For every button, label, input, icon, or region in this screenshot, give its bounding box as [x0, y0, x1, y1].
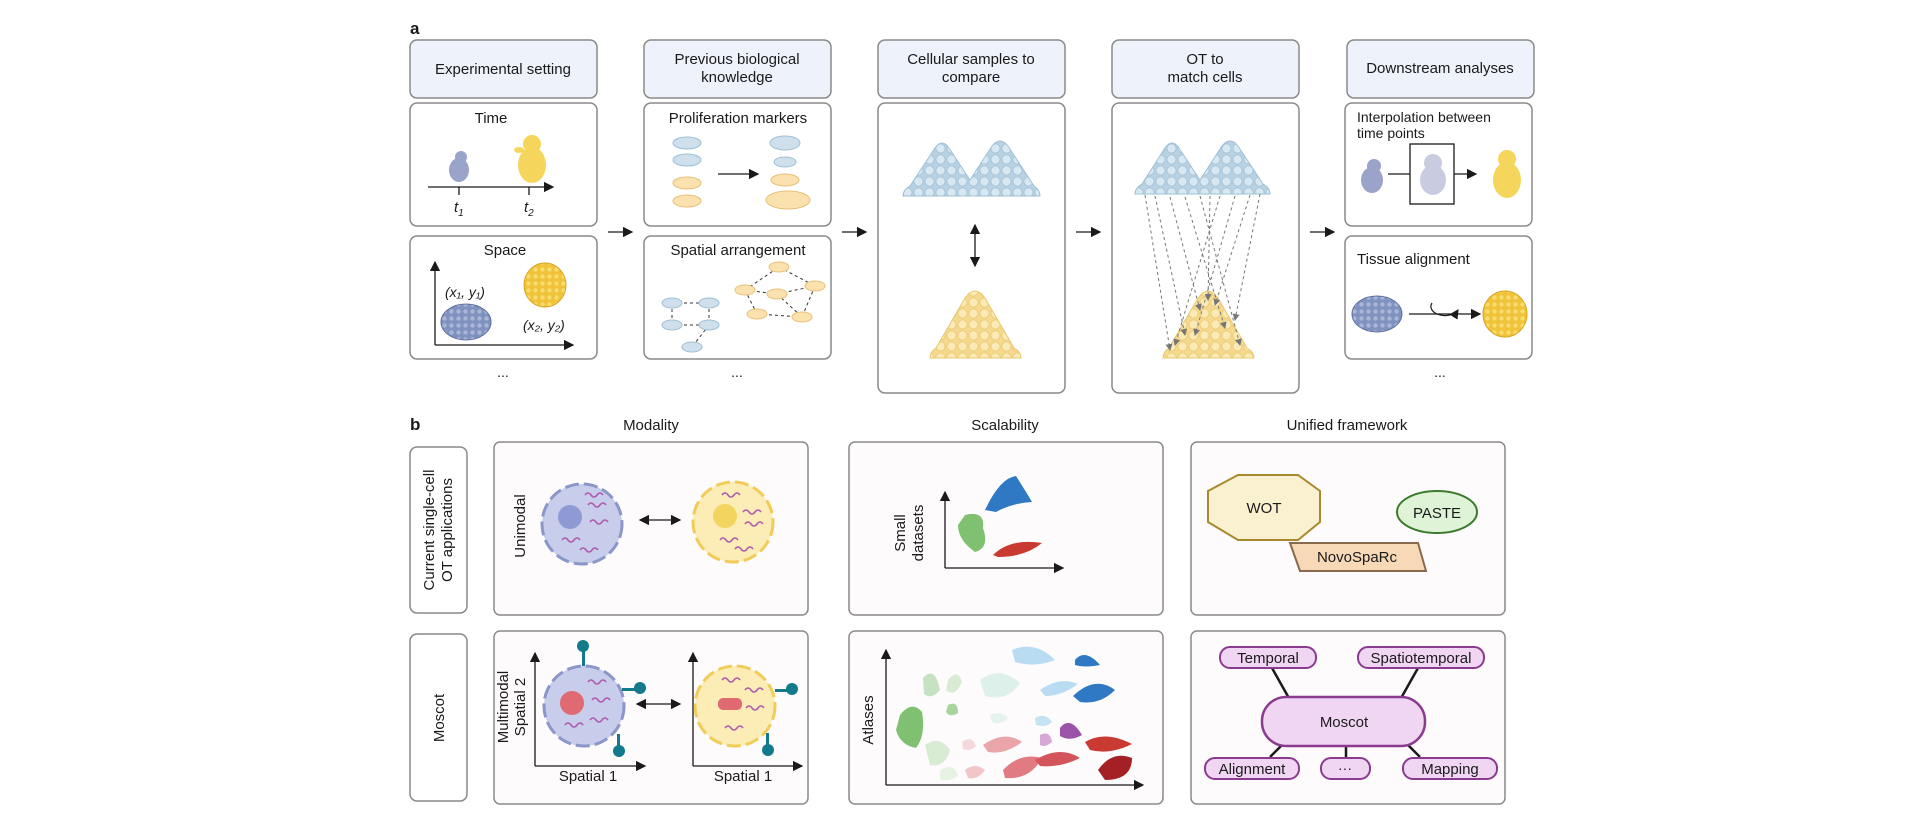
- cellular-samples-box: [877, 102, 1066, 394]
- svg-text:Time: Time: [475, 110, 508, 127]
- svg-text:match cells: match cells: [1167, 69, 1242, 86]
- space-box: Space (x₁, y₁) (x₂, y₂): [409, 235, 598, 360]
- svg-text:Downstream analyses: Downstream analyses: [1366, 60, 1514, 77]
- svg-text:(x₂, y₂): (x₂, y₂): [523, 317, 565, 333]
- svg-text:Unimodal: Unimodal: [512, 494, 529, 557]
- more-node: [1320, 757, 1371, 780]
- svg-text:Tissue alignment: Tissue alignment: [1357, 251, 1471, 268]
- embryo-small-icon: [449, 151, 469, 182]
- unified-moscot-box: Moscot Temporal Spatiotemporal Alignment…: [1190, 630, 1506, 805]
- svg-text:time points: time points: [1357, 125, 1425, 141]
- svg-text:(x₁, y₁): (x₁, y₁): [445, 284, 485, 300]
- svg-text:Spatial 1: Spatial 1: [559, 768, 617, 785]
- svg-text:Temporal: Temporal: [1237, 650, 1299, 667]
- paste-node: [1396, 490, 1478, 534]
- header-experimental-setting: Experimental setting: [409, 39, 598, 99]
- header-previous-knowledge: Previous biological knowledge: [643, 39, 832, 99]
- svg-text:Space: Space: [484, 242, 527, 259]
- svg-text:knowledge: knowledge: [701, 69, 773, 86]
- svg-text:Moscot: Moscot: [431, 693, 448, 742]
- svg-text:Alignment: Alignment: [1219, 761, 1287, 778]
- svg-text:Interpolation between: Interpolation between: [1357, 109, 1491, 125]
- mapping-node: [1402, 757, 1498, 780]
- svg-text:···: ···: [1338, 760, 1352, 776]
- scalability-current-box: Small datasets: [848, 441, 1164, 616]
- svg-text:OT applications: OT applications: [439, 478, 456, 582]
- spatial-arrangement-box: Spatial arrangement: [643, 235, 832, 360]
- temporal-node: [1219, 646, 1317, 669]
- ellipsis-col2: ...: [731, 364, 743, 380]
- svg-text:Multimodal: Multimodal: [495, 671, 512, 744]
- row-label-moscot: Moscot: [409, 633, 468, 802]
- receptor-icon: [577, 640, 646, 757]
- ellipsis-col5: ...: [1434, 364, 1446, 380]
- svg-text:Spatial 1: Spatial 1: [714, 768, 772, 785]
- svg-text:Small: Small: [892, 514, 909, 552]
- scalability-moscot-box: Atlases: [848, 630, 1164, 805]
- spatiotemporal-node: [1357, 646, 1485, 669]
- tissue-alignment-box: Tissue alignment: [1344, 235, 1533, 360]
- row-label-current: Current single-cell OT applications: [409, 446, 468, 614]
- ellipsis-col1: ...: [497, 364, 509, 380]
- svg-text:Mapping: Mapping: [1421, 761, 1479, 778]
- wot-node: [1207, 474, 1321, 541]
- proliferation-box: Proliferation markers: [643, 102, 832, 227]
- time-box: Time t1 t2: [409, 102, 598, 227]
- svg-text:OT to: OT to: [1186, 51, 1223, 68]
- svg-text:PASTE: PASTE: [1413, 505, 1461, 522]
- modality-moscot-box: Multimodal Spatial 2 Spatial 1 Spatial 1: [493, 630, 809, 805]
- tissue-blue-icon: [440, 303, 492, 341]
- col-header-unified: Unified framework: [1287, 417, 1408, 434]
- svg-text:Atlases: Atlases: [860, 695, 877, 744]
- col-header-scalability: Scalability: [971, 417, 1039, 434]
- header-ot-match: OT to match cells: [1111, 39, 1300, 99]
- t2-label: t2: [524, 199, 534, 219]
- svg-text:Spatiotemporal: Spatiotemporal: [1371, 650, 1472, 667]
- panel-a-label: a: [410, 19, 420, 38]
- svg-text:NovoSpaRc: NovoSpaRc: [1317, 549, 1398, 566]
- col-header-modality: Modality: [623, 417, 679, 434]
- svg-text:Proliferation markers: Proliferation markers: [669, 110, 807, 127]
- t1-label: t1: [454, 199, 464, 219]
- novosparc-node: [1288, 542, 1428, 572]
- embryo-large-icon: [514, 135, 546, 183]
- svg-text:datasets: datasets: [910, 505, 927, 562]
- header-downstream: Downstream analyses: [1346, 39, 1535, 99]
- moscot-center-node: [1260, 695, 1427, 748]
- svg-text:Moscot: Moscot: [1320, 714, 1369, 731]
- svg-text:Cellular samples to: Cellular samples to: [907, 51, 1035, 68]
- modality-current-box: Unimodal: [493, 441, 809, 616]
- alignment-node: [1204, 757, 1300, 780]
- tissue-yellow-icon: [523, 262, 567, 308]
- svg-text:WOT: WOT: [1247, 500, 1282, 517]
- svg-text:Current single-cell: Current single-cell: [421, 470, 438, 591]
- svg-text:Spatial 2: Spatial 2: [512, 678, 529, 736]
- svg-text:Experimental setting: Experimental setting: [435, 61, 571, 78]
- svg-text:Previous biological: Previous biological: [674, 51, 799, 68]
- panel-b-label: b: [410, 415, 420, 434]
- svg-text:compare: compare: [942, 69, 1000, 86]
- svg-text:Spatial arrangement: Spatial arrangement: [670, 242, 806, 259]
- unified-current-box: WOT PASTE NovoSpaRc: [1190, 441, 1506, 616]
- interpolation-box: Interpolation between time points: [1344, 102, 1533, 227]
- ot-match-box: [1111, 102, 1300, 394]
- header-cellular-samples: Cellular samples to compare: [877, 39, 1066, 99]
